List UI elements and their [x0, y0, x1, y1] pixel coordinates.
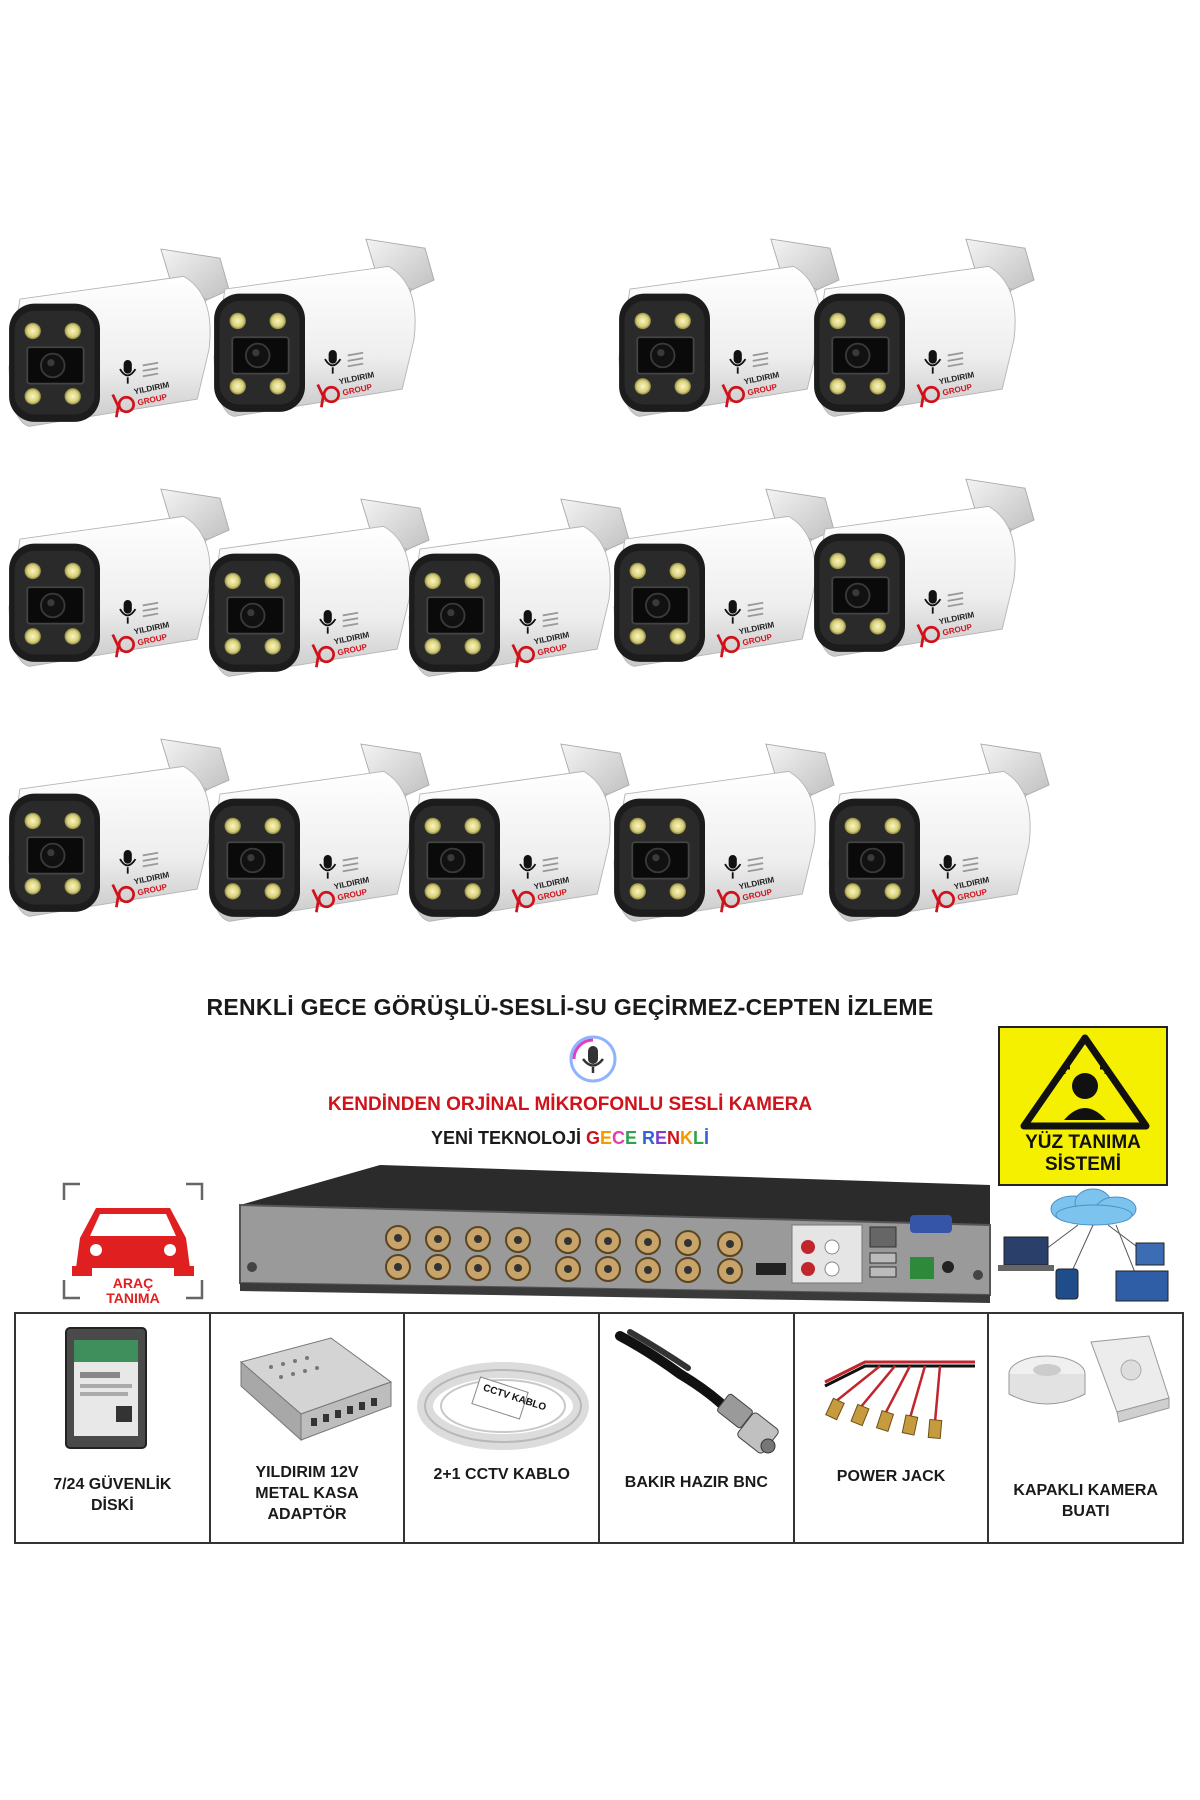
car-label-line1: ARAÇ: [112, 1275, 154, 1291]
face-sign-line2: SİSTEMİ: [1044, 1154, 1121, 1175]
tech-letter: E: [655, 1128, 668, 1148]
main-title: RENKLİ GECE GÖRÜŞLÜ-SESLİ-SU GEÇİRMEZ-CE…: [206, 994, 934, 1020]
cable-roll-icon: CCTV KABLO: [417, 1362, 590, 1450]
accessory-item: YILDIRIM 12V METAL KASA ADAPTÖR: [211, 1314, 406, 1542]
accessory-label-line: BUATI: [1061, 1503, 1110, 1520]
face-scan-icon: [1020, 1034, 1150, 1130]
accessory-label-line: METAL KASA: [255, 1485, 359, 1502]
hard-disk-icon: [65, 1327, 147, 1449]
accessories-table: 7/24 GÜVENLİK DİSKİ YILDIRIM 12V METAL K…: [14, 1312, 1184, 1544]
accessory-label-line: DİSKİ: [91, 1497, 134, 1514]
accessory-item: CCTV KABLO 2+1 CCTV KABLO: [405, 1314, 601, 1542]
accessory-label-line: BAKIR HAZIR BNC: [624, 1474, 768, 1491]
bnc-connector-icon: [615, 1329, 779, 1454]
accessory-label-line: 7/24 GÜVENLİK: [53, 1476, 172, 1493]
accessory-label-line: ADAPTÖR: [267, 1506, 347, 1523]
power-jack-icon: [824, 1360, 975, 1440]
accessory-item: POWER JACK: [795, 1314, 990, 1542]
cloud-devices-icon: [998, 1188, 1169, 1302]
power-supply-icon: [239, 1337, 392, 1442]
tech-letter: E: [625, 1128, 638, 1148]
subtitle: KENDİNDEN ORJİNAL MİKROFONLU SESLİ KAMER…: [327, 1094, 813, 1115]
car-icon: [62, 1182, 204, 1300]
microphone-icon: [568, 1034, 618, 1084]
tech-letter: N: [667, 1128, 681, 1148]
car-recognition: ARAÇ TANIMA: [58, 1180, 208, 1306]
tech-letter: K: [680, 1128, 694, 1148]
tech-letter: E: [599, 1128, 612, 1148]
face-recognition-sign: YÜZ TANIMA SİSTEMİ: [998, 1026, 1168, 1186]
car-label-line2: TANIMA: [106, 1290, 160, 1306]
accessory-label-line: 2+1 CCTV KABLO: [433, 1466, 570, 1483]
accessory-item: 7/24 GÜVENLİK DİSKİ: [16, 1314, 211, 1542]
accessory-label-line: POWER JACK: [836, 1468, 946, 1485]
tech-letter: İ: [704, 1128, 710, 1148]
accessory-label-line: YILDIRIM 12V: [255, 1464, 359, 1481]
tech-letter: R: [642, 1128, 656, 1148]
face-sign-line1: YÜZ TANIMA: [1025, 1132, 1141, 1153]
tech-letter: L: [693, 1128, 705, 1148]
accessory-item: KAPAKLI KAMERA BUATI: [989, 1314, 1182, 1542]
tech-prefix: YENİ TEKNOLOJİ: [430, 1128, 586, 1148]
junction-box-icon: [1008, 1335, 1170, 1423]
tech-letter: G: [585, 1128, 600, 1148]
tech-line: YENİ TEKNOLOJİ GECE RENKLİ: [0, 1128, 1200, 1149]
tech-letter: C: [612, 1128, 625, 1148]
accessory-label-line: KAPAKLI KAMERA: [1013, 1482, 1158, 1499]
cloud-network: [998, 1185, 1178, 1305]
accessory-item: BAKIR HAZIR BNC: [600, 1314, 795, 1542]
dvr-recorder: [230, 1155, 1000, 1305]
